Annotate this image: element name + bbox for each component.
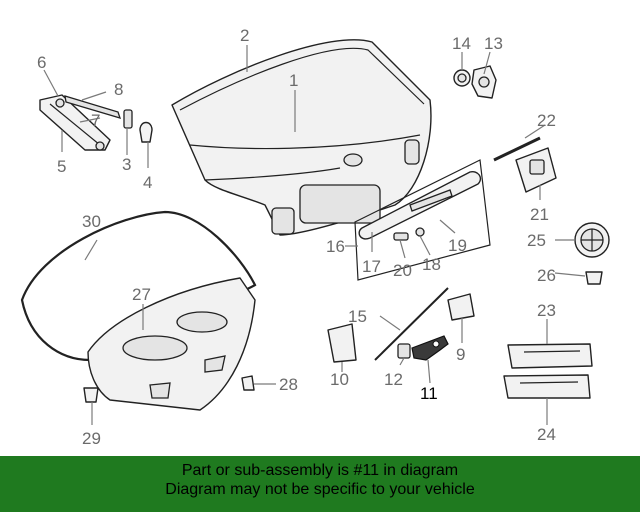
callout-27: 27 <box>132 285 151 304</box>
badges-illustration <box>503 343 593 399</box>
callout-19: 19 <box>448 236 467 255</box>
plug-parts-illustration <box>83 375 255 403</box>
callout-23: 23 <box>537 301 556 320</box>
trunk-lid-illustration <box>171 39 432 236</box>
callout-11: 11 <box>420 384 438 403</box>
callout-13: 13 <box>484 34 503 53</box>
callout-24: 24 <box>537 425 556 444</box>
callout-17: 17 <box>362 257 381 276</box>
part-11-highlighted-illustration <box>411 335 449 361</box>
callout-8: 8 <box>114 80 123 99</box>
parts-diagram: 1 2 3 4 5 6 7 8 9 10 11 12 13 14 15 16 1… <box>20 26 610 448</box>
callout-5: 5 <box>57 157 66 176</box>
callout-25: 25 <box>527 231 546 250</box>
callout-12: 12 <box>384 370 403 389</box>
callout-9: 9 <box>456 345 465 364</box>
clip-parts-illustration <box>123 109 153 143</box>
handle-assembly-illustration <box>354 159 491 281</box>
callout-15: 15 <box>348 307 367 326</box>
callout-1: 1 <box>289 71 298 90</box>
callout-21: 21 <box>530 205 549 224</box>
callout-16: 16 <box>326 237 345 256</box>
callout-22: 22 <box>537 111 556 130</box>
callout-7: 7 <box>91 111 100 130</box>
banner-disclaimer: Diagram may not be specific to your vehi… <box>165 481 475 498</box>
callout-18: 18 <box>422 255 441 274</box>
info-banner: Part or sub-assembly is #11 in diagram D… <box>0 456 640 512</box>
callout-4: 4 <box>143 173 152 192</box>
lock-cylinder-illustration <box>453 65 497 99</box>
trunk-seal-and-liner-illustration <box>20 210 257 411</box>
leader-lines <box>43 45 586 425</box>
callout-14: 14 <box>452 34 471 53</box>
callout-10: 10 <box>330 370 349 389</box>
latch-parts-illustration <box>327 287 475 363</box>
hinge-illustration <box>39 94 122 151</box>
callout-labels: 1 2 3 4 5 6 7 8 9 10 11 12 13 14 15 16 1… <box>37 26 556 448</box>
banner-part-note: Part or sub-assembly is #11 in diagram <box>181 462 459 479</box>
callout-28: 28 <box>279 375 298 394</box>
callout-6: 6 <box>37 53 46 72</box>
emblem-illustration <box>574 222 610 285</box>
callout-2: 2 <box>240 26 249 45</box>
callout-20: 20 <box>393 261 412 280</box>
rod-and-bracket-illustration <box>493 136 557 193</box>
callout-3: 3 <box>122 155 131 174</box>
callout-26: 26 <box>537 266 556 285</box>
callout-29: 29 <box>82 429 101 448</box>
callout-30: 30 <box>82 212 101 231</box>
